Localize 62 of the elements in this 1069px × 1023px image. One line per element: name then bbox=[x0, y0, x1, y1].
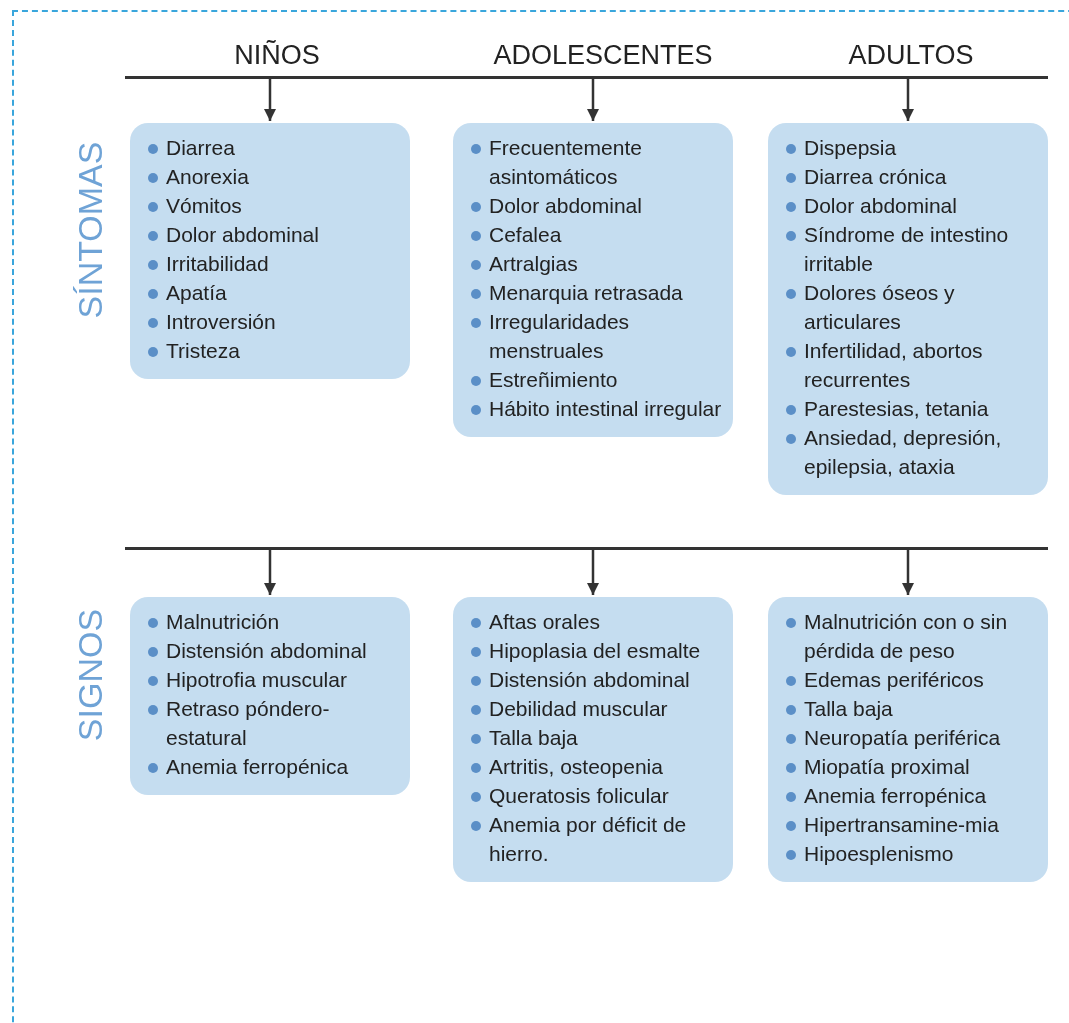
arrow bbox=[263, 79, 277, 121]
bullet-item: Distensión abdominal bbox=[469, 665, 723, 694]
bullet-item: Anorexia bbox=[146, 162, 400, 191]
bullet-item: Malnutrición bbox=[146, 607, 400, 636]
list-card bbox=[130, 597, 410, 795]
arrow bbox=[586, 79, 600, 121]
bullet-item: Hipertransamine-mia bbox=[784, 810, 1038, 839]
bullet-item: Artritis, osteopenia bbox=[469, 752, 723, 781]
bullet-item: Dolor abdominal bbox=[469, 191, 723, 220]
bullet-item: Edemas periféricos bbox=[784, 665, 1038, 694]
bullet-item: Retraso póndero-estatural bbox=[146, 694, 400, 752]
bullet-item: Anemia ferropénica bbox=[146, 752, 400, 781]
bullet-item: Menarquia retrasada bbox=[469, 278, 723, 307]
bullet-item: Irregularidades menstruales bbox=[469, 307, 723, 365]
row-heading: SÍNTOMAS bbox=[70, 141, 110, 319]
bullet-item: Vómitos bbox=[146, 191, 400, 220]
bullet-item: Distensión abdominal bbox=[146, 636, 400, 665]
bullet-item: Aftas orales bbox=[469, 607, 723, 636]
bullet-item: Hipoplasia del esmalte bbox=[469, 636, 723, 665]
bullet-item: Anemia ferropénica bbox=[784, 781, 1038, 810]
bullet-item: Hábito intestinal irregular bbox=[469, 394, 723, 423]
column-heading: NIÑOS bbox=[234, 40, 320, 71]
bullet-item: Dolor abdominal bbox=[784, 191, 1038, 220]
bullet-item: Artralgias bbox=[469, 249, 723, 278]
arrow bbox=[263, 550, 277, 595]
bullet-item: Parestesias, tetania bbox=[784, 394, 1038, 423]
column-heading: ADULTOS bbox=[848, 40, 974, 71]
bullet-item: Talla baja bbox=[469, 723, 723, 752]
bullet-item: Introversión bbox=[146, 307, 400, 336]
bullet-item: Ansiedad, depresión, epilepsia, ataxia bbox=[784, 423, 1038, 481]
arrow bbox=[901, 550, 915, 595]
bullet-item: Síndrome de intestino irritable bbox=[784, 220, 1038, 278]
row-heading: SIGNOS bbox=[70, 608, 110, 742]
bullet-item: Debilidad muscular bbox=[469, 694, 723, 723]
bullet-item: Cefalea bbox=[469, 220, 723, 249]
bullet-item: Hipoesplenismo bbox=[784, 839, 1038, 868]
bullet-item: Anemia por déficit de hierro. bbox=[469, 810, 723, 868]
bullet-item: Apatía bbox=[146, 278, 400, 307]
bullet-item: Irritabilidad bbox=[146, 249, 400, 278]
list-card bbox=[768, 123, 1048, 495]
list-card bbox=[453, 123, 733, 437]
bullet-item: Miopatía proximal bbox=[784, 752, 1038, 781]
column-heading: ADOLESCENTES bbox=[493, 40, 713, 71]
list-card bbox=[453, 597, 733, 882]
bullet-item: Infertilidad, abortos recurrentes bbox=[784, 336, 1038, 394]
bullet-item: Dolores óseos y articulares bbox=[784, 278, 1038, 336]
bullet-item: Dispepsia bbox=[784, 133, 1038, 162]
bullet-item: Queratosis folicular bbox=[469, 781, 723, 810]
bullet-item: Diarrea crónica bbox=[784, 162, 1038, 191]
bullet-item: Diarrea bbox=[146, 133, 400, 162]
bullet-item: Frecuentemente asintomáticos bbox=[469, 133, 723, 191]
arrow bbox=[901, 79, 915, 121]
bullet-item: Hipotrofia muscular bbox=[146, 665, 400, 694]
bullet-item: Tristeza bbox=[146, 336, 400, 365]
bullet-item: Dolor abdominal bbox=[146, 220, 400, 249]
list-card bbox=[768, 597, 1048, 882]
bullet-item: Talla baja bbox=[784, 694, 1038, 723]
bullet-item: Neuropatía periférica bbox=[784, 723, 1038, 752]
list-card bbox=[130, 123, 410, 379]
bullet-item: Malnutrición con o sin pérdida de peso bbox=[784, 607, 1038, 665]
bullet-item: Estreñimiento bbox=[469, 365, 723, 394]
arrow bbox=[586, 550, 600, 595]
